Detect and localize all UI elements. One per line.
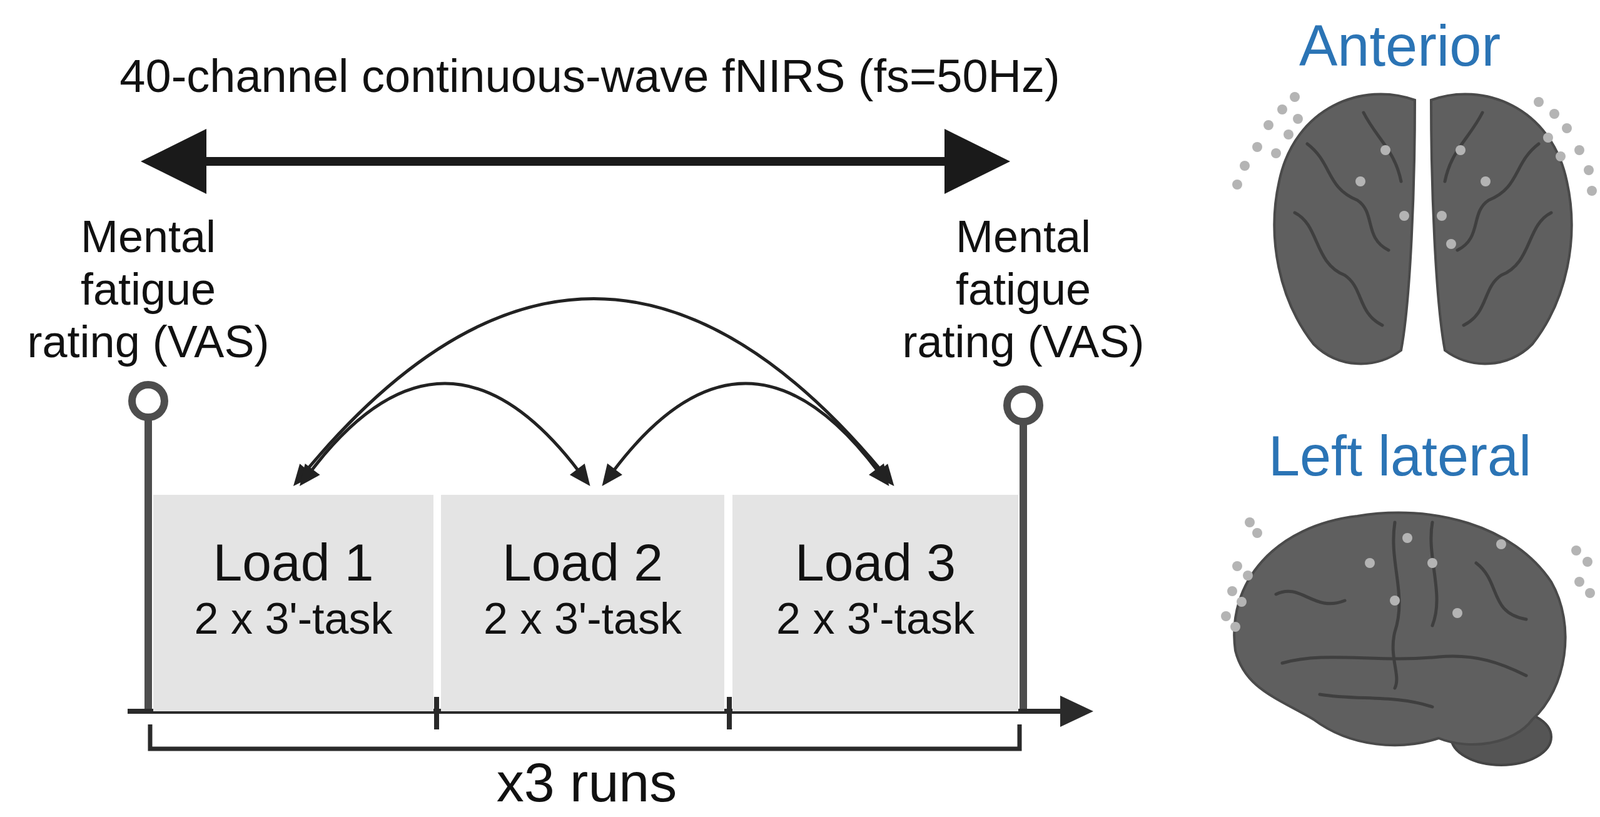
arrow-head [868, 463, 889, 487]
load-block: Load 32 x 3'-task [732, 494, 1019, 712]
comparison-connector [613, 383, 879, 471]
view-label: Left lateral [1268, 424, 1532, 488]
figure-title: 40-channel continuous-wave fNIRS (fs=50H… [119, 49, 1060, 104]
arrow-head [569, 463, 591, 487]
block-detail: 2 x 3'-task [776, 592, 975, 645]
block-detail: 2 x 3'-task [194, 592, 393, 645]
load-block: Load 22 x 3'-task [440, 494, 725, 712]
time-axis-head [1060, 695, 1094, 727]
block-title: Load 1 [213, 532, 375, 593]
arrow-head [299, 463, 321, 487]
comparison-connector [310, 383, 579, 471]
rating-label: Mental fatigue rating (VAS) [21, 210, 276, 368]
arrow-head [602, 463, 623, 487]
rating-label: Mental fatigue rating (VAS) [896, 210, 1151, 368]
block-title: Load 2 [502, 532, 664, 593]
rating-pin [131, 384, 1040, 714]
block-detail: 2 x 3'-task [483, 592, 682, 645]
repeat-label: x3 runs [496, 752, 678, 813]
comparison-connector [305, 298, 882, 471]
block-title: Load 3 [794, 532, 956, 593]
recording-span-arrow [140, 128, 1011, 194]
brain-left-lateral [1220, 512, 1595, 765]
view-label: Anterior [1299, 14, 1501, 77]
brain-anterior [1232, 91, 1597, 364]
load-block: Load 12 x 3'-task [153, 494, 434, 712]
